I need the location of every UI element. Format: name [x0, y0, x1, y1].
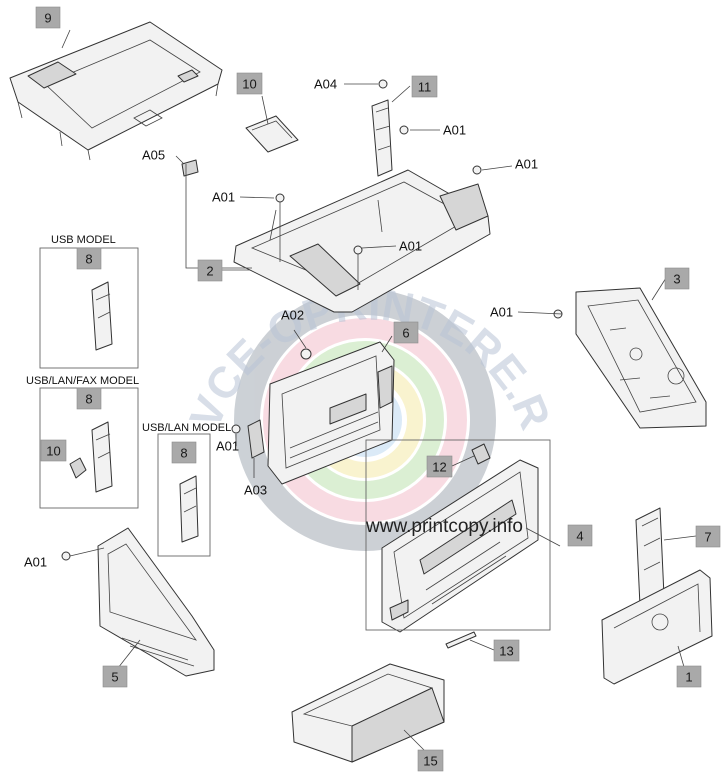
- part-6-inner-frame: [267, 341, 395, 485]
- part-11-small-cover: [245, 115, 299, 153]
- svg-text:15: 15: [423, 754, 437, 769]
- svg-text:8: 8: [85, 392, 92, 407]
- part-15-tray: [291, 663, 445, 763]
- usb-lan-model-frame: [157, 433, 211, 557]
- callout-2: 2: [197, 259, 223, 282]
- part-5-left-side-panel: [97, 527, 215, 677]
- callout-8-usb: 8: [76, 247, 102, 270]
- ref-a05: A05: [142, 148, 165, 163]
- label-usb-model: USB MODEL: [51, 234, 116, 246]
- ref-a01-right: A01: [515, 157, 538, 172]
- ref-a03: A03: [244, 483, 267, 498]
- ref-a01-center: A01: [399, 239, 422, 254]
- ref-a01-side: A01: [490, 305, 513, 320]
- ref-a02: A02: [281, 308, 304, 323]
- part-14-strip: [445, 631, 477, 649]
- part-a05-clip: [181, 159, 199, 177]
- svg-text:9: 9: [44, 11, 51, 26]
- watermark-site-text: www.printcopy.info: [365, 516, 523, 537]
- callout-8-usb-lan: 8: [171, 441, 197, 464]
- svg-text:11: 11: [418, 80, 432, 95]
- svg-text:3: 3: [673, 272, 680, 287]
- svg-text:10: 10: [242, 77, 256, 92]
- svg-text:6: 6: [402, 326, 409, 341]
- ref-a01-top: A01: [443, 123, 466, 138]
- callout-11: 10: [236, 72, 263, 95]
- leader-lines: [61, 29, 697, 751]
- svg-text:5: 5: [111, 670, 118, 685]
- callout-15: 15: [417, 749, 444, 772]
- part-8-usb: [91, 281, 113, 351]
- ref-a01-low: A01: [24, 555, 47, 570]
- part-1-front-door: [601, 569, 713, 685]
- svg-text:4: 4: [576, 529, 583, 544]
- svg-text:8: 8: [180, 446, 187, 461]
- svg-text:13: 13: [499, 644, 513, 659]
- callout-8-usb-lan-fax: 8: [76, 387, 102, 410]
- label-usb-lan-model: USB/LAN MODEL: [142, 422, 231, 434]
- ref-a01-mid: A01: [216, 439, 239, 454]
- callout-13: 12: [426, 455, 453, 478]
- svg-text:12: 12: [432, 460, 446, 475]
- part-2-base-frame: [233, 169, 491, 313]
- callout-6: 6: [393, 321, 419, 344]
- callout-9: 9: [35, 6, 61, 29]
- part-10-connector: [69, 457, 87, 479]
- callout-12: 11: [411, 75, 438, 98]
- part-12-bracket: [371, 99, 393, 177]
- callout-3: 3: [664, 267, 690, 290]
- callout-5: 5: [102, 665, 128, 688]
- part-8-usb-lan: [179, 475, 199, 543]
- part-13-latch: [471, 443, 491, 465]
- callout-1: 1: [676, 665, 702, 688]
- svg-text:7: 7: [704, 530, 711, 545]
- part-a03-clip: [247, 419, 265, 459]
- svg-text:2: 2: [206, 264, 213, 279]
- svg-text:10: 10: [46, 444, 60, 459]
- ref-a01-left: A01: [212, 190, 235, 205]
- label-usb-lan-fax-model: USB/LAN/FAX MODEL: [26, 375, 139, 387]
- part-3-right-side-panel: [575, 287, 707, 429]
- callout-4: 4: [567, 524, 593, 547]
- svg-text:1: 1: [685, 670, 692, 685]
- callout-10: 10: [40, 439, 67, 462]
- part-8-usb-lan-fax: [91, 421, 113, 493]
- callout-7: 7: [695, 525, 721, 548]
- svg-text:8: 8: [85, 252, 92, 267]
- part-9-top-cover: [9, 21, 223, 161]
- part-4-front-assembly: [381, 459, 539, 633]
- part-4-detail-frame: [365, 439, 551, 631]
- callout-14: 13: [493, 639, 520, 662]
- ref-a04: A04: [314, 77, 337, 92]
